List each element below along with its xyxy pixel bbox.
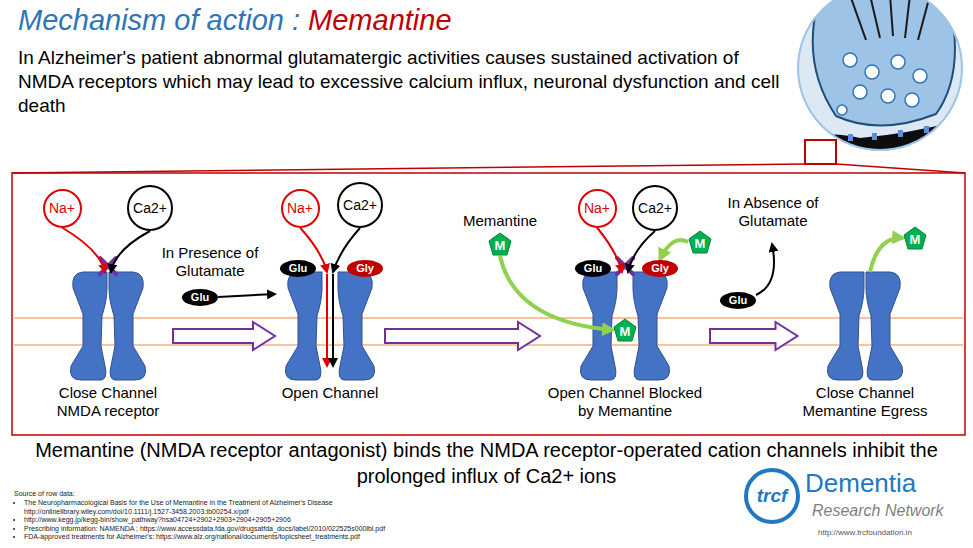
title-drug: Memantine	[308, 4, 451, 37]
node-text: Close Channel NMDA receptor	[43, 384, 173, 420]
node-logo: trcf	[744, 468, 800, 524]
node-ion: Na+	[43, 189, 82, 228]
node-text: Ca2+	[343, 197, 377, 213]
node-heading: Memantine	[463, 212, 537, 229]
node-stage: Close Channel NMDA receptor	[43, 272, 173, 420]
flow-arrow	[218, 294, 275, 297]
memantine-pentagon: M	[488, 232, 512, 256]
node-ion: Ca2+	[337, 182, 383, 228]
node-text: M	[495, 238, 506, 253]
node-glu: Glu	[280, 260, 316, 277]
node-text: Ca2+	[638, 200, 672, 216]
source-item: Prescribing information: NAMENDA ; https…	[24, 525, 454, 534]
node-text: Ca2+	[133, 200, 167, 216]
node-ion: Na+	[281, 189, 320, 228]
node-glu: Glu	[720, 292, 756, 309]
binding-arrow	[660, 240, 688, 259]
node-text: Glu	[289, 262, 307, 274]
node-pent: M	[903, 226, 927, 250]
node-text: Na+	[287, 200, 313, 216]
flow-arrow	[111, 231, 150, 272]
source-item: The Neuropharmacological Basis for the U…	[24, 499, 454, 516]
node-text: Gly	[356, 262, 374, 274]
node-text: Glu	[191, 291, 209, 303]
node-ion: Na+	[578, 189, 617, 228]
node-pent: M	[688, 230, 712, 254]
node-gly: Gly	[642, 260, 678, 277]
node-stage: Open ChannelGluGly	[275, 272, 385, 402]
synapse-zoom	[790, 0, 970, 170]
node-mem: MemantineM	[463, 212, 537, 256]
node-text: Gly	[651, 262, 669, 274]
source-item: http://www.kegg.jp/kegg-bin/show_pathway…	[24, 516, 454, 525]
brand-name: Dementia	[805, 468, 916, 499]
node-ion: Ca2+	[127, 185, 173, 231]
node-text: M	[695, 236, 706, 251]
node-text: M	[620, 323, 631, 341]
node-glu: Glu	[575, 260, 611, 277]
source-list: The Neuropharmacological Basis for the U…	[14, 499, 454, 542]
node-text: Open Channel Blocked by Memantine	[540, 384, 710, 420]
node-text: Na+	[49, 200, 75, 216]
condition-label: In Absence of Glutamate	[722, 194, 824, 230]
node-text: Open Channel	[275, 384, 385, 402]
receptor	[70, 272, 902, 380]
brand-subtitle: Research Network	[812, 502, 944, 520]
node-text: Glu	[584, 262, 602, 274]
title: Mechanism of action :	[18, 4, 300, 37]
website: http://www.trcfoundation.in	[818, 528, 912, 537]
node-text: M	[910, 232, 921, 247]
node-ion: Ca2+	[632, 185, 678, 231]
flow-arrow	[62, 228, 105, 273]
node-glu: Glu	[182, 289, 218, 306]
source-heading: Source of row data:	[14, 490, 314, 499]
node-stage: Open Channel Blocked by MemantineGluGlyM	[540, 272, 710, 420]
condition-label: In Presence of Glutamate	[156, 244, 264, 280]
step-arrow	[385, 322, 540, 350]
node-text: Glu	[729, 294, 747, 306]
binding-arrow	[500, 256, 613, 330]
node-text: trcf	[757, 485, 788, 507]
step-arrow	[710, 322, 798, 350]
subtitle: In Alzheimer's patient abnormal glutamat…	[18, 46, 788, 118]
node-gly: Gly	[347, 260, 383, 277]
node-pent: M	[613, 318, 637, 342]
node-text: Close Channel Memantine Egress	[798, 384, 933, 420]
frame	[12, 173, 965, 435]
binding-arrow	[870, 238, 903, 272]
source-item: FDA-approved treatments for Alzheimer's:…	[24, 533, 454, 542]
step-arrow	[173, 322, 275, 350]
node-stage: Close Channel Memantine Egress	[798, 272, 933, 420]
node-text: Na+	[584, 200, 610, 216]
caption: Memantine (NMDA receptor antagonist) bin…	[20, 437, 953, 489]
